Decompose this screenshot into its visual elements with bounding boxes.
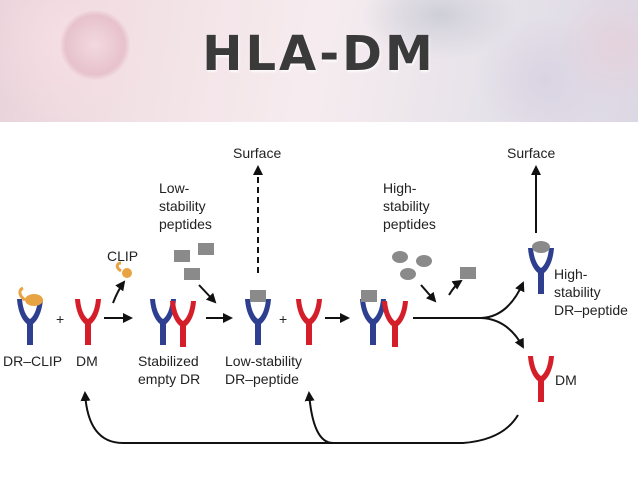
stabilized-empty-dr-complex <box>150 299 196 347</box>
dm-molecule-released <box>528 356 554 402</box>
title-banner: HLA-DM <box>0 0 638 122</box>
released-peptide <box>460 267 476 279</box>
arrow-return <box>80 391 519 444</box>
high-stability-dr-peptide-complex <box>528 241 554 294</box>
arrow <box>448 279 463 296</box>
dr-dm-peptide-complex <box>360 290 408 347</box>
surface-label: Surface <box>233 145 281 161</box>
high-stability-peptide <box>392 251 432 280</box>
dm-molecule <box>296 299 322 345</box>
clip-released <box>115 261 132 278</box>
stabilized-empty-dr-label: Stabilized empty DR <box>138 353 203 387</box>
dr-clip-complex <box>17 286 43 345</box>
banner-decoration <box>60 10 130 80</box>
arrow <box>413 281 525 319</box>
diagram-panel: Surface Surface Low- stability peptides … <box>3 125 636 477</box>
dm-label: DM <box>76 353 98 369</box>
arrow <box>198 284 217 304</box>
arrow <box>480 317 524 349</box>
dr-clip-label: DR–CLIP <box>3 353 62 369</box>
high-stability-peptides-label: High- stability peptides <box>383 180 436 232</box>
arrow-return <box>304 391 334 444</box>
low-stability-dr-peptide-label: Low-stability DR–peptide <box>225 353 306 387</box>
clip-label: CLIP <box>107 248 138 264</box>
clip-peptide <box>25 294 43 306</box>
dm-label: DM <box>555 372 577 388</box>
page-title: HLA-DM <box>202 26 436 82</box>
surface-label: Surface <box>507 145 555 161</box>
plus-sign: + <box>56 311 64 327</box>
low-stability-peptides-label: Low- stability peptides <box>159 180 212 232</box>
arrow <box>420 284 437 303</box>
pathway-arrows <box>80 165 541 444</box>
low-stability-dr-peptide-complex <box>245 290 271 345</box>
dm-molecule <box>75 299 101 345</box>
low-stability-peptide <box>174 243 214 280</box>
arrow <box>112 280 126 304</box>
high-stability-dr-peptide-label: High- stability DR–peptide <box>554 266 628 318</box>
hla-dm-diagram: Surface Surface Low- stability peptides … <box>3 145 628 444</box>
plus-sign: + <box>279 311 287 327</box>
